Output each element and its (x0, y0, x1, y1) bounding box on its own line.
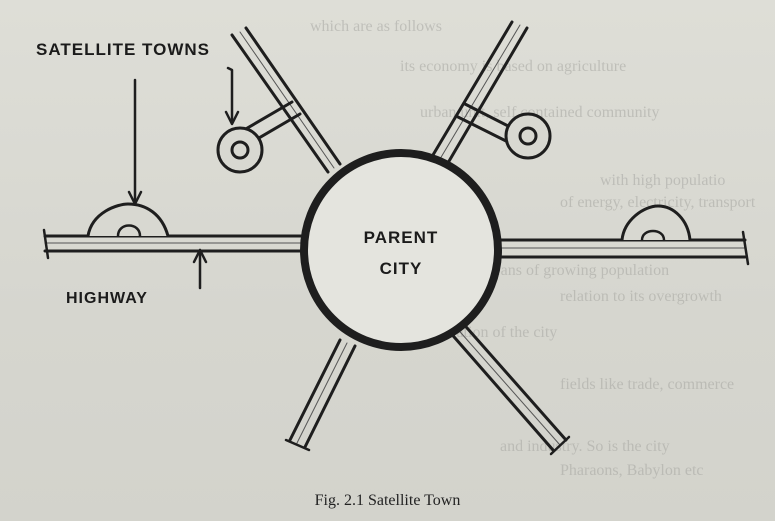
satellite-town-northwest (216, 126, 264, 174)
background-text: which are as follows (310, 18, 442, 35)
background-text: a means of growing population (470, 262, 670, 279)
highway-east (493, 230, 750, 266)
highway-southeast (446, 318, 571, 456)
background-text: fields like trade, commerce (560, 376, 735, 393)
parent-city-label-line2: CITY (379, 259, 423, 278)
background-text: its economy is based on agriculture (400, 58, 627, 75)
satellite-towns-pointer (127, 66, 240, 206)
background-text: and industry. So is the city (500, 438, 670, 455)
highway-pointer (192, 248, 208, 290)
highway-southwest (284, 338, 357, 452)
highway-west (42, 228, 310, 260)
satellite-town-northeast (504, 112, 552, 160)
background-text: of energy, electricity, transport (560, 194, 756, 211)
highway-label: HIGHWAY (66, 290, 148, 307)
highway-northeast (428, 20, 529, 170)
satellite-towns-label: SATELLITE TOWNS (36, 40, 210, 59)
parent-city-label-line1: PARENT (363, 228, 439, 247)
satellite-town-east (620, 204, 692, 242)
satellite-town-west (86, 202, 170, 238)
background-text: with high populatio (600, 172, 726, 189)
background-text: Pharaons, Babylon etc (560, 462, 704, 479)
figure-caption: Fig. 2.1 Satellite Town (314, 492, 461, 509)
parent-city-circle (300, 149, 502, 351)
background-text: relation to its overgrowth (560, 288, 722, 305)
highway-northwest (230, 26, 342, 174)
